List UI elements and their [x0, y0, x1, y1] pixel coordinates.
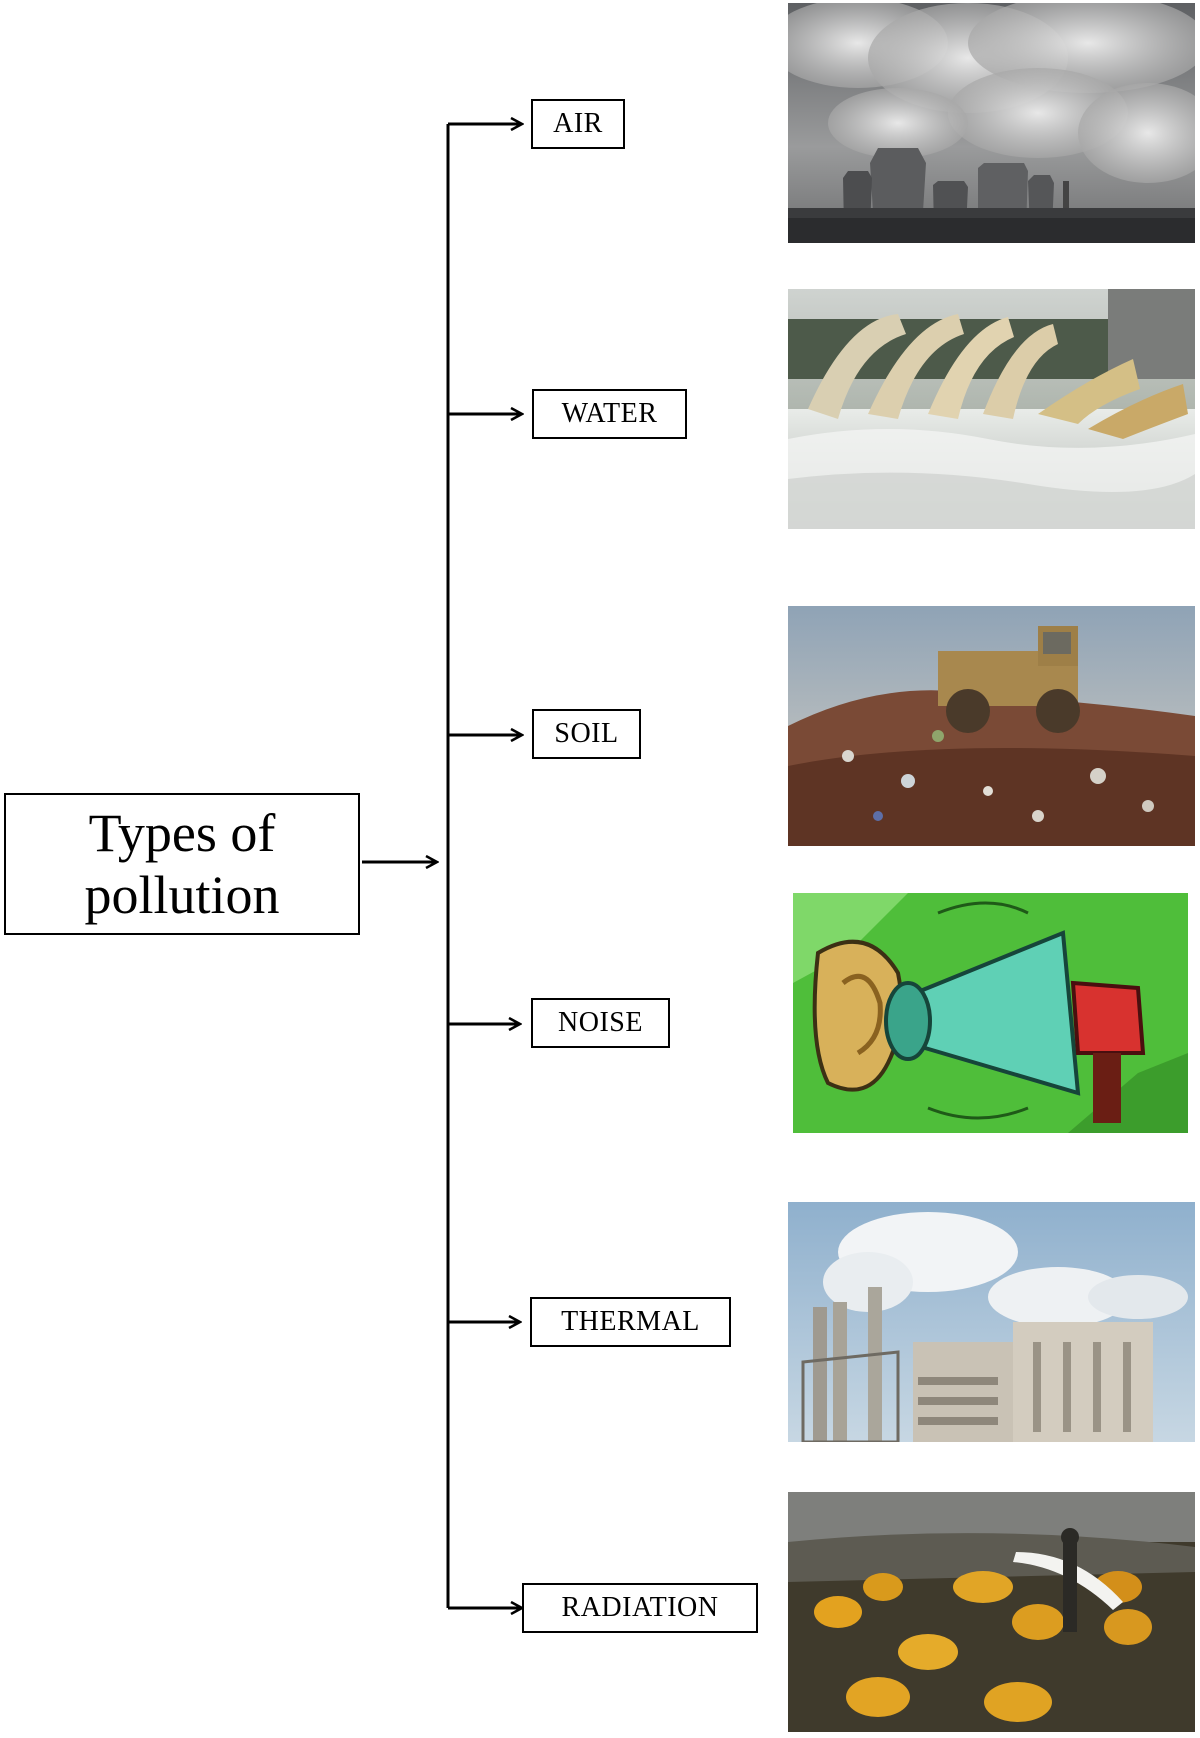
node-thermal: THERMAL — [530, 1297, 731, 1347]
soil-pollution-image — [788, 606, 1195, 846]
water-pollution-image — [788, 289, 1195, 529]
node-water-label: WATER — [561, 398, 658, 429]
root-node: Types of pollution — [4, 793, 360, 935]
node-radiation: RADIATION — [522, 1583, 758, 1633]
node-water: WATER — [532, 389, 687, 439]
radiation-pollution-image — [788, 1492, 1195, 1732]
node-soil: SOIL — [532, 709, 641, 759]
node-radiation-label: RADIATION — [561, 1592, 719, 1623]
node-air: AIR — [531, 99, 625, 149]
node-noise-label: NOISE — [558, 1007, 643, 1038]
node-air-label: AIR — [553, 108, 603, 139]
root-label: Types of pollution — [84, 803, 280, 925]
noise-pollution-image — [788, 893, 1195, 1133]
node-thermal-label: THERMAL — [561, 1306, 700, 1337]
thermal-pollution-image — [788, 1202, 1195, 1442]
air-pollution-image — [788, 3, 1195, 243]
node-soil-label: SOIL — [554, 718, 619, 749]
node-noise: NOISE — [531, 998, 670, 1048]
